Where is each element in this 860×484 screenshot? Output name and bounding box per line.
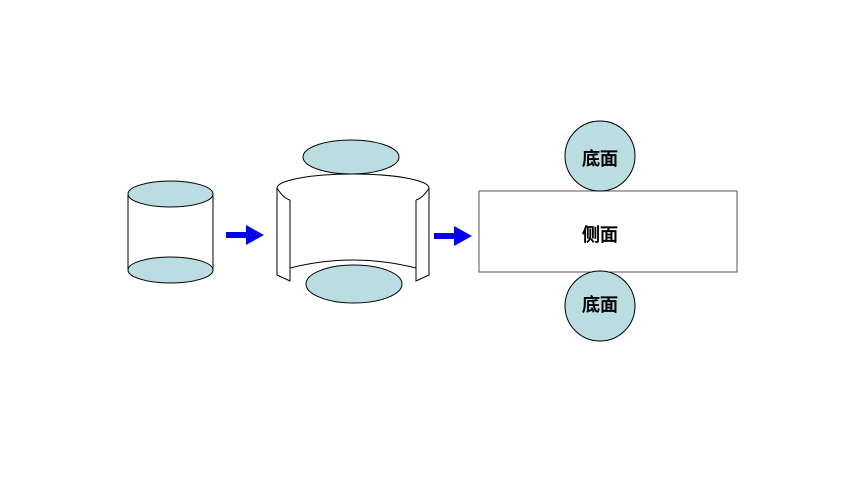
top-base-circle — [564, 120, 636, 192]
top-base-label: 底面 — [582, 148, 618, 170]
arrow-right-icon — [434, 226, 472, 246]
opening-top-face — [302, 139, 400, 175]
cylinder-net: 侧面 底面 底面 — [478, 120, 738, 342]
cylinder-bottom-face — [127, 256, 214, 284]
cylinder-opening — [276, 139, 430, 304]
arrow-right-icon — [226, 225, 264, 245]
bottom-base-label: 底面 — [582, 294, 618, 316]
opening-bottom-face — [305, 264, 403, 304]
bottom-base-circle — [564, 270, 636, 342]
opening-side-wall — [276, 173, 430, 282]
side-face-rectangle — [478, 190, 738, 273]
cylinder-closed — [127, 180, 214, 284]
side-face-label: 侧面 — [582, 225, 618, 246]
cylinder-top-face — [127, 180, 214, 208]
